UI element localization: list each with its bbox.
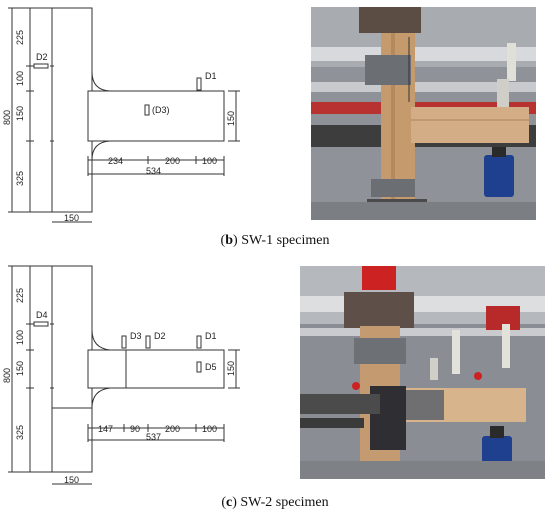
- sw1-dim-800: 800: [2, 110, 12, 125]
- sw1-photo: [311, 7, 536, 220]
- sw2-d2-sensor: [145, 335, 151, 349]
- sw1-d1-label: D1: [205, 71, 217, 81]
- sw1-photo-jack: [484, 155, 514, 197]
- sw2-gusset-top: [91, 329, 111, 351]
- sw1-d1-sensor: [196, 77, 202, 91]
- sw2-dim-150: 150: [15, 361, 25, 376]
- sw1-gusset-bottom: [91, 140, 111, 161]
- sw2-dim-beam-depth: 150: [226, 361, 236, 376]
- sw2-dim-537: 537: [146, 432, 161, 442]
- sw1-d3-sensor: [144, 104, 150, 116]
- sw2-caption-letter: c: [226, 495, 233, 510]
- sw1-dim-150: 150: [15, 106, 25, 121]
- sw1-caption-text: SW-1 specimen: [241, 233, 330, 248]
- sw2-caption-text: SW-2 specimen: [240, 495, 329, 510]
- sw2-dim-90: 90: [130, 424, 140, 434]
- sw2-drawing: 225 100 150 325 800 150 147 90 200 100 5…: [2, 265, 240, 485]
- sw2-dim-200: 200: [165, 424, 180, 434]
- sw2-gusset-bottom: [91, 387, 111, 409]
- sw2-column: [51, 265, 93, 473]
- sw2-dim-147: 147: [98, 424, 113, 434]
- sw1-dim-225: 225: [15, 30, 25, 45]
- sw2-d5-sensor: [196, 361, 202, 373]
- sw2-caption: (c) SW-2 specimen: [221, 495, 329, 510]
- sw2-photo: [300, 266, 545, 479]
- sw1-caption: (b) SW-1 specimen: [220, 233, 330, 248]
- sw2-dim-100: 100: [15, 330, 25, 345]
- sw1-dim-beam-depth: 150: [226, 111, 236, 126]
- sw1-dim-col-width: 150: [64, 213, 79, 223]
- sw1-dim-234: 234: [108, 156, 123, 166]
- sw2-d3-label: D3: [130, 331, 142, 341]
- sw1-d2-label: D2: [36, 52, 48, 62]
- sw1-dim-325: 325: [15, 171, 25, 186]
- sw1-dim-200: 200: [165, 156, 180, 166]
- sw2-d2-label: D2: [154, 331, 166, 341]
- sw1-caption-letter: b: [225, 233, 234, 248]
- sw1-column: [51, 7, 93, 213]
- sw1-photo-beam: [411, 107, 529, 143]
- sw2-d4-sensor: [33, 321, 49, 327]
- sw2-d3-sensor: [121, 335, 127, 349]
- sw2-dim-800: 800: [2, 368, 12, 383]
- sw2-dim-col-width: 150: [64, 475, 79, 485]
- sw1-d2-sensor: [33, 63, 49, 69]
- sw1-dim-100: 100: [15, 71, 25, 86]
- sw2-dim-325: 325: [15, 425, 25, 440]
- sw1-drawing: 225 100 150 325 800 150 234 200 100 534 …: [2, 7, 240, 223]
- sw1-gusset-top: [91, 71, 111, 92]
- sw2-d4-label: D4: [36, 310, 48, 320]
- sw2-dim-100h: 100: [202, 424, 217, 434]
- sw2-d1-label: D1: [205, 331, 217, 341]
- sw1-d3-label: (D3): [152, 105, 170, 115]
- sw1-beam: [87, 90, 225, 142]
- sw2-d5-label: D5: [205, 362, 217, 372]
- sw1-dim-100h: 100: [202, 156, 217, 166]
- sw2-dim-225: 225: [15, 288, 25, 303]
- sw2-d1-sensor: [196, 335, 202, 349]
- sw1-dim-534: 534: [146, 166, 161, 176]
